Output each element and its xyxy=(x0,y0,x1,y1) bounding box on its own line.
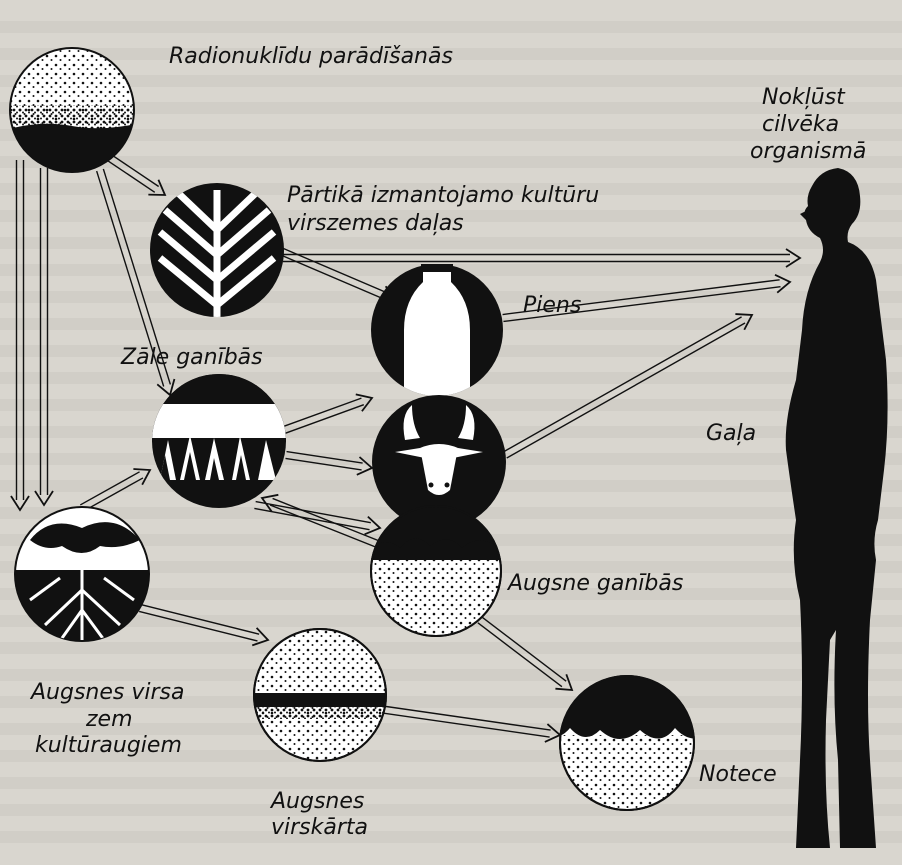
background-text-stripe xyxy=(0,237,902,249)
label-milk: Piens xyxy=(523,293,581,318)
label-human-2: cilvēka xyxy=(762,112,839,137)
background-text-stripe xyxy=(0,21,902,33)
label-runoff: Notece xyxy=(699,762,777,787)
label-meat: Gaļa xyxy=(706,421,756,446)
label-pasture-soil: Augsne ganībās xyxy=(506,571,683,596)
label-topsoil-2: zem xyxy=(85,707,133,732)
label-human-3: organismā xyxy=(750,139,866,164)
background-text-stripe xyxy=(0,642,902,654)
background-text-stripe xyxy=(0,831,902,843)
label-radionuclides: Radionuklīdu parādīšanās xyxy=(169,44,453,69)
label-crop-parts-1: Pārtikā izmantojamo kultūru xyxy=(287,183,599,208)
label-human-1: Nokļūst xyxy=(762,85,846,110)
label-topsoil-1: Augsnes virsa xyxy=(29,680,184,705)
background-text-stripe xyxy=(0,804,902,816)
label-crop-parts-2: virszemes daļas xyxy=(287,211,464,236)
label-soil-layer-1: Augsnes xyxy=(269,789,364,814)
label-pasture-grass: Zāle ganībās xyxy=(120,345,263,370)
label-soil-layer-2: virskārta xyxy=(271,815,368,840)
label-topsoil-3: kultūraugiem xyxy=(35,733,182,758)
